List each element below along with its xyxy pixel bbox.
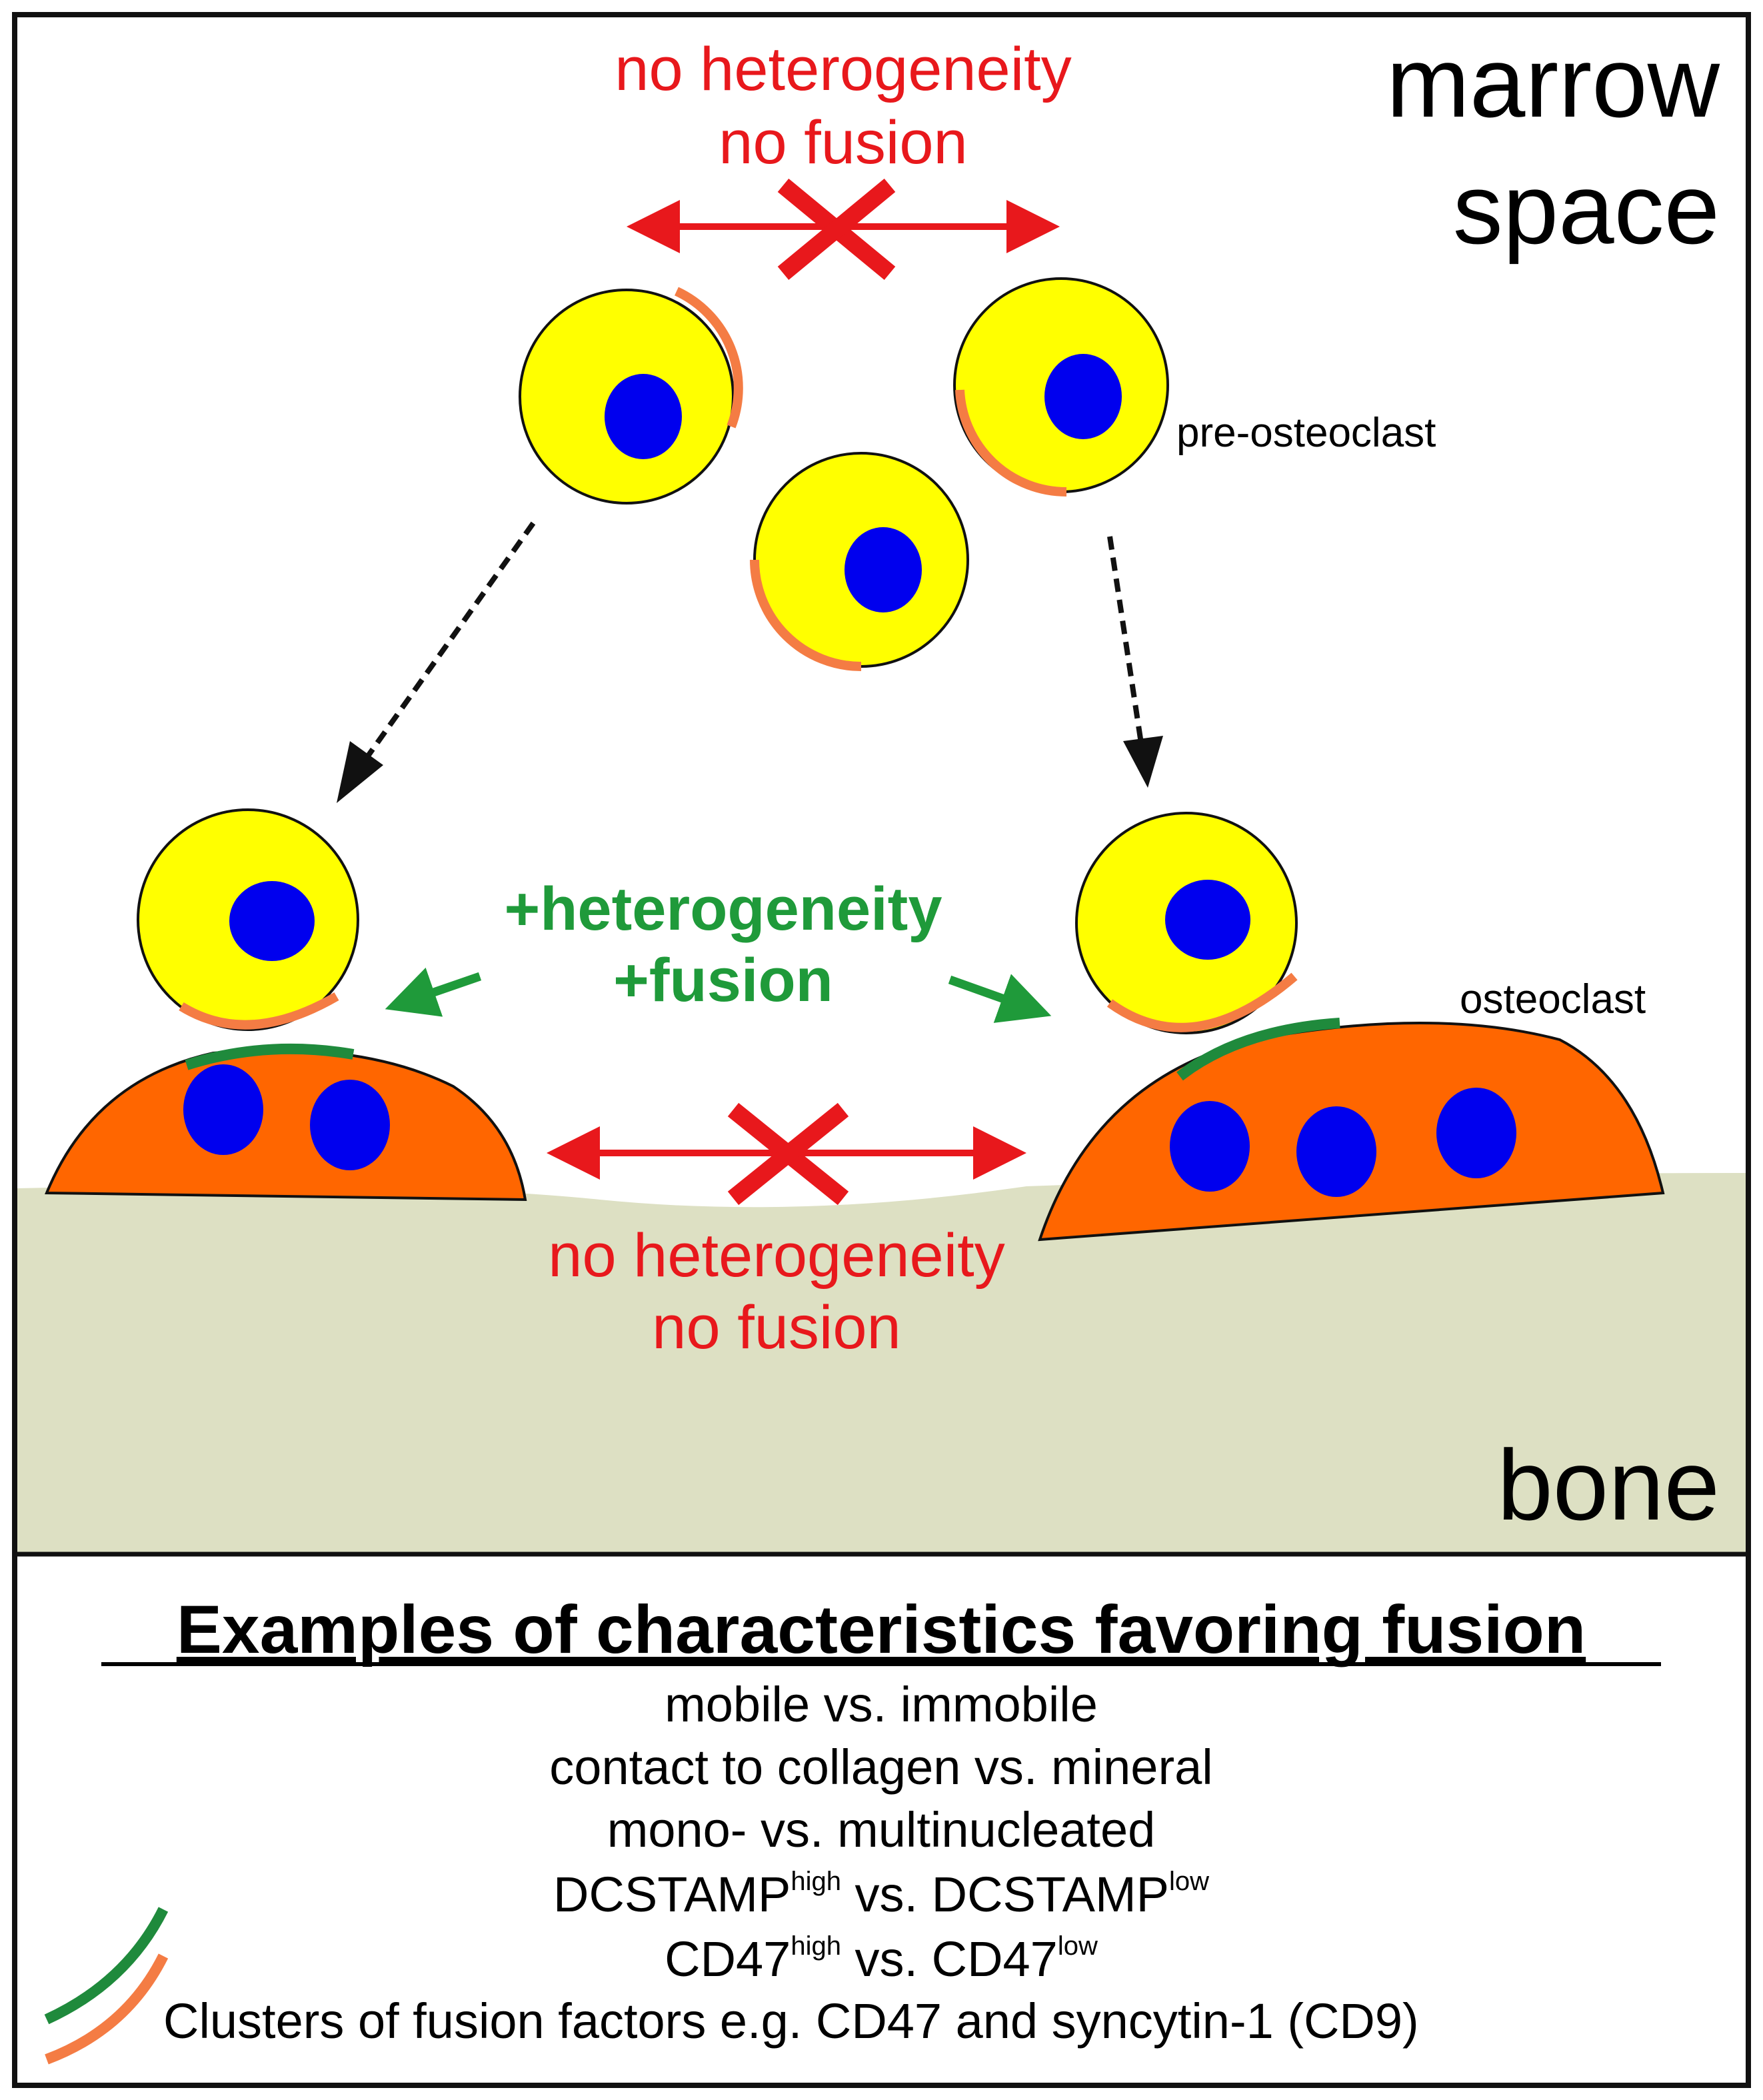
legend-line-mobility: mobile vs. immobile: [665, 1677, 1098, 1732]
fusion-arrow-left: [385, 967, 482, 1017]
pre-osteoclast-cell: [1075, 812, 1298, 1034]
dcstamp-low-sup: low: [1169, 1867, 1209, 1896]
nucleus: [183, 1064, 263, 1155]
dcstamp-high-text: DCSTAMP: [553, 1867, 791, 1922]
fusion-factor-orange: [955, 389, 1067, 497]
migration-arrow-left: [337, 521, 536, 803]
top-no-fusion-label: no fusion: [719, 109, 967, 177]
fusion-factor-orange: [1106, 972, 1298, 1032]
cd47-high-sup: high: [791, 1931, 841, 1961]
top-no-heterogeneity-label: no heterogeneity: [615, 35, 1071, 103]
nucleus: [310, 1080, 390, 1170]
nucleus: [1165, 880, 1250, 960]
cd47-low-text: vs. CD47: [841, 1931, 1058, 1987]
osteoclast-left: [45, 1043, 527, 1202]
migration-arrow-right: [1107, 536, 1163, 788]
fusion-factor-legend-icon: [44, 1907, 169, 2065]
fusion-factor-green: [185, 1043, 355, 1070]
fusion-factor-green: [1176, 1018, 1340, 1081]
top-cross-mark: [777, 178, 896, 281]
legend-line-dcstamp: DCSTAMPhigh vs. DCSTAMPlow: [553, 1867, 1209, 1922]
fusion-factor-orange: [675, 287, 743, 429]
nucleus: [1044, 354, 1122, 439]
legend-line-nucleation: mono- vs. multinucleated: [607, 1802, 1156, 1857]
pre-osteoclast-cell: [953, 277, 1169, 497]
fusion-factor-orange: [179, 992, 339, 1030]
bottom-cross-mark: [727, 1102, 849, 1206]
nucleus: [1170, 1101, 1250, 1192]
marrow-label: marrow: [1386, 26, 1720, 138]
pre-osteoclast-cell: [137, 808, 359, 1031]
nucleus: [1296, 1106, 1376, 1197]
nucleus: [845, 527, 922, 612]
osteoclast-right: [1038, 1018, 1665, 1242]
pre-osteoclast-cell: [519, 287, 743, 505]
legend-line-contact: contact to collagen vs. mineral: [549, 1739, 1212, 1795]
bottom-no-fusion-label: no fusion: [652, 1294, 900, 1362]
nucleus: [605, 374, 682, 459]
bone-label: bone: [1497, 1429, 1720, 1541]
legend-title: Examples of characteristics favoring fus…: [177, 1591, 1586, 1667]
legend-line-clusters: Clusters of fusion factors e.g. CD47 and…: [163, 1993, 1419, 2049]
dcstamp-low-text: vs. DCSTAMP: [841, 1867, 1169, 1922]
dcstamp-high-sup: high: [791, 1867, 841, 1896]
pre-osteoclast-cell: [750, 452, 969, 671]
fusion-plus-label: +fusion: [613, 946, 833, 1014]
fusion-factor-orange: [750, 559, 862, 671]
osteoclast-label: osteoclast: [1460, 976, 1646, 1022]
heterogeneity-plus-label: +heterogeneity: [505, 875, 942, 943]
nucleus: [1436, 1088, 1516, 1178]
bottom-no-heterogeneity-label: no heterogeneity: [548, 1222, 1004, 1290]
fusion-arrow-right: [948, 974, 1052, 1023]
cd47-high-text: CD47: [665, 1931, 791, 1987]
bone-region: [17, 1173, 1746, 1554]
pre-osteoclast-label: pre-osteoclast: [1176, 410, 1436, 456]
legend-line-cd47: CD47high vs. CD47low: [665, 1931, 1098, 1987]
space-label: space: [1453, 153, 1720, 265]
nucleus: [229, 881, 315, 961]
cd47-low-sup: low: [1058, 1931, 1098, 1961]
